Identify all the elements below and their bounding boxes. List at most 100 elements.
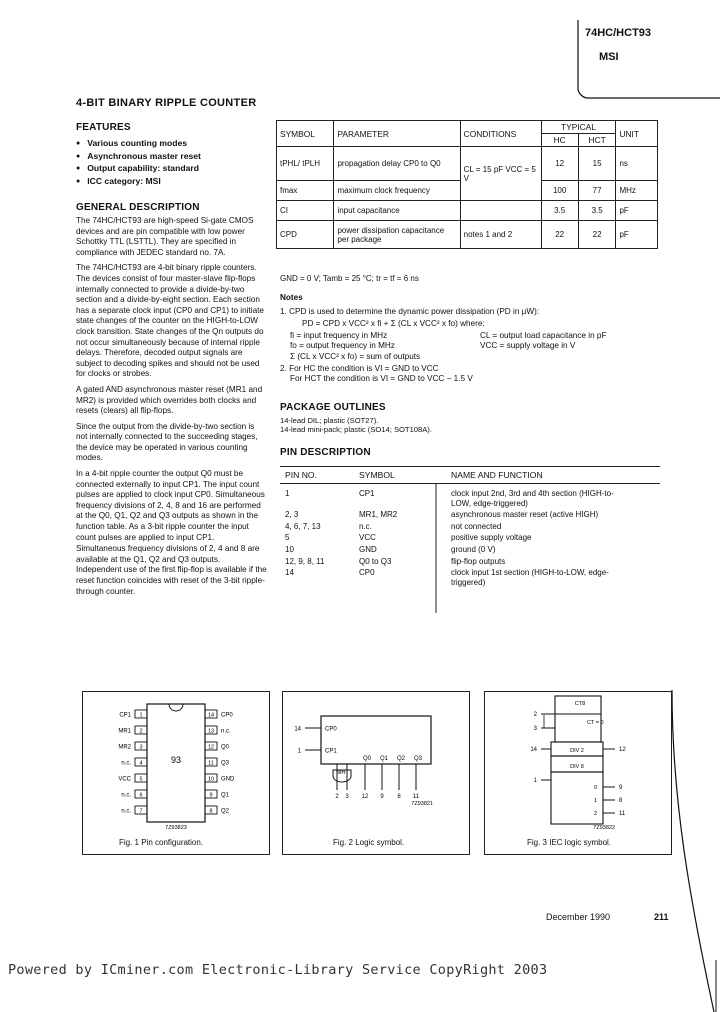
cell: 77 xyxy=(577,180,617,201)
pin-number: 11 xyxy=(619,811,626,817)
note-2a: 2. For HC the condition is VI = GND to V… xyxy=(280,363,439,373)
definition: fo = output frequency in MHz xyxy=(290,341,395,351)
figure-caption: Fig. 2 Logic symbol. xyxy=(333,838,405,847)
cell: pF xyxy=(615,220,658,249)
pin-label: Q3 xyxy=(221,761,230,767)
col-parameter: PARAMETER xyxy=(333,120,461,147)
paragraph: In a 4-bit ripple counter the output Q0 … xyxy=(76,469,265,542)
paragraph: The 74HC/HCT93 are 4-bit binary ripple c… xyxy=(76,263,264,379)
pin-number: 10 xyxy=(208,777,214,783)
cell: maximum clock frequency xyxy=(333,180,461,201)
reset-pin-number: 2 xyxy=(335,794,339,800)
cell xyxy=(459,200,542,221)
pin-box xyxy=(204,789,218,799)
cell: propagation delay CP0 to Q0 xyxy=(333,146,461,181)
table-footnote: GND = 0 V; Tamb = 25 °C; tr = tf = 6 ns xyxy=(280,274,419,283)
notes-heading: Notes xyxy=(280,293,303,302)
cell: not connected xyxy=(451,521,502,531)
part-number: 74HC/HCT93 xyxy=(585,27,652,39)
pin-box xyxy=(134,805,148,815)
pin-label: MR2 xyxy=(118,745,131,751)
cell: VCC xyxy=(359,533,376,543)
cell: 100 xyxy=(540,180,579,201)
pin-number: 6 xyxy=(139,793,142,799)
col-symbol: SYMBOL xyxy=(275,120,335,147)
list-item: ICC category: MSI xyxy=(76,176,276,189)
cell: CI xyxy=(275,200,335,221)
pin-box xyxy=(204,709,218,719)
notes-block: Notes 1. CPD is used to determine the dy… xyxy=(280,293,660,385)
table-row: 10 GND ground (0 V) xyxy=(280,543,660,555)
output-label: Q0 xyxy=(363,756,372,762)
pin-box xyxy=(134,709,148,719)
general-description-heading: GENERAL DESCRIPTION xyxy=(76,202,200,213)
definition: CL = output load capacitance in pF xyxy=(480,330,607,340)
output-label: Q1 xyxy=(380,756,389,762)
list-item: Asynchronous master reset xyxy=(76,151,276,164)
package-heading: PACKAGE OUTLINES xyxy=(280,402,386,413)
general-description-body: The 74HC/HCT93 are high-speed Si-gate CM… xyxy=(76,216,268,597)
pin-label: CP1 xyxy=(119,713,131,719)
cell: 22 xyxy=(540,220,579,249)
cell: Q0 to Q3 xyxy=(359,556,392,566)
chip-number: 93 xyxy=(171,755,181,765)
cell: asynchronous master reset (active HIGH) xyxy=(451,510,599,520)
cell: positive supply voltage xyxy=(451,533,532,543)
cell: CP0 xyxy=(359,568,375,578)
bit-label: 1 xyxy=(594,798,597,804)
and-gate xyxy=(332,769,352,783)
pin-box xyxy=(134,789,148,799)
pin-number: 1 xyxy=(139,713,142,719)
table-row: 12, 9, 8, 11 Q0 to Q3 flip-flop outputs xyxy=(280,555,660,567)
cell: n.c. xyxy=(359,521,372,531)
cell: MR1, MR2 xyxy=(359,510,398,520)
cell: fmax xyxy=(275,180,335,201)
pin-number: 9 xyxy=(619,785,623,791)
quick-reference-table: SYMBOL PARAMETER CONDITIONS TYPICAL UNIT… xyxy=(275,120,658,249)
cell: flip-flop outputs xyxy=(451,556,506,566)
input-pin-number: 1 xyxy=(298,749,302,755)
pin-description-heading: PIN DESCRIPTION xyxy=(280,447,371,458)
cell: 15 xyxy=(577,146,617,181)
pin-number: 12 xyxy=(208,745,214,751)
cell: 12, 9, 8, 11 xyxy=(285,556,325,566)
cell: 10 xyxy=(285,544,294,554)
pin-label: n.c. xyxy=(121,793,131,799)
list-item: Various counting modes xyxy=(76,138,276,151)
cell: 22 xyxy=(577,220,617,249)
pin-number: 2 xyxy=(139,729,142,735)
paragraph: A gated AND asynchronous master reset (M… xyxy=(76,384,263,416)
col-hc: HC xyxy=(540,133,579,147)
cell: clock input 1st section (HIGH-to-LOW, ed… xyxy=(451,568,609,587)
product-family: MSI xyxy=(599,51,619,63)
pin-number: 3 xyxy=(139,745,142,751)
features-heading: FEATURES xyxy=(76,122,131,133)
pin-box xyxy=(134,757,148,767)
pin-number: 4 xyxy=(139,761,142,767)
footer-date: December 1990 xyxy=(546,912,611,922)
pin-label: n.c. xyxy=(221,729,231,735)
cell: pF xyxy=(615,200,658,221)
pin-box xyxy=(204,725,218,735)
output-pin-number: 12 xyxy=(362,794,369,800)
cell: 12 xyxy=(540,146,579,181)
pin-label: Q0 xyxy=(221,745,230,751)
div8-label: DIV 8 xyxy=(570,764,584,770)
table-divider xyxy=(435,483,437,613)
pin-box xyxy=(204,741,218,751)
pin-number: 8 xyxy=(619,798,623,804)
pin-number: 11 xyxy=(208,761,214,767)
figure-caption: Fig. 1 Pin configuration. xyxy=(119,838,204,847)
cell: 4, 6, 7, 13 xyxy=(285,521,321,531)
cell: tPHL/ tPLH xyxy=(275,146,335,181)
cell: MHz xyxy=(615,180,658,201)
cell: ns xyxy=(615,146,658,181)
